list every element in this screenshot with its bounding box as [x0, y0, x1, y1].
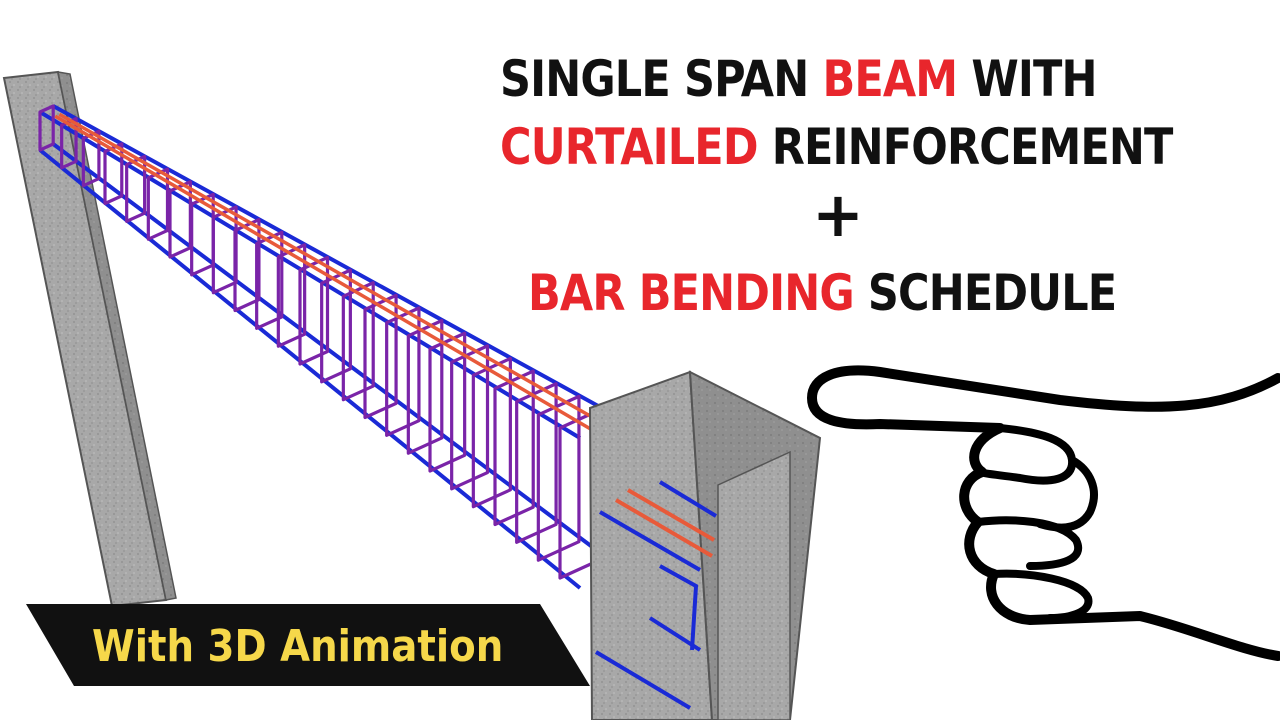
- title-text: REINFORCEMENT: [757, 118, 1174, 176]
- stirrup: [38, 104, 55, 152]
- banner: [26, 604, 590, 686]
- pointing-hand-icon: [807, 365, 1280, 661]
- title-line-1: SINGLE SPAN BEAM WITH: [500, 50, 1098, 108]
- curtailed-bars: [54, 112, 609, 433]
- curtailed-bar: [54, 114, 596, 433]
- title-accent-bbs: BAR BENDING: [528, 264, 855, 322]
- plus-sign: +: [812, 178, 864, 251]
- main-bar: [38, 148, 582, 590]
- main-bars: [38, 104, 623, 590]
- title-line-2: CURTAILED REINFORCEMENT: [500, 118, 1173, 176]
- title-text: WITH: [957, 50, 1097, 108]
- title-accent-curtailed: CURTAILED: [500, 118, 759, 176]
- main-bar: [52, 104, 623, 421]
- title-accent-beam: BEAM: [822, 50, 958, 108]
- right-column: [588, 370, 822, 720]
- left-column: [2, 70, 177, 608]
- stirrup: [515, 382, 558, 544]
- title-text: SCHEDULE: [853, 264, 1117, 322]
- title-line-4: BAR BENDING SCHEDULE: [528, 264, 1117, 322]
- main-bar: [38, 110, 582, 440]
- banner-label: With 3D Animation: [92, 621, 504, 672]
- curtailed-bar: [58, 112, 609, 428]
- title-text: SINGLE SPAN: [500, 50, 823, 108]
